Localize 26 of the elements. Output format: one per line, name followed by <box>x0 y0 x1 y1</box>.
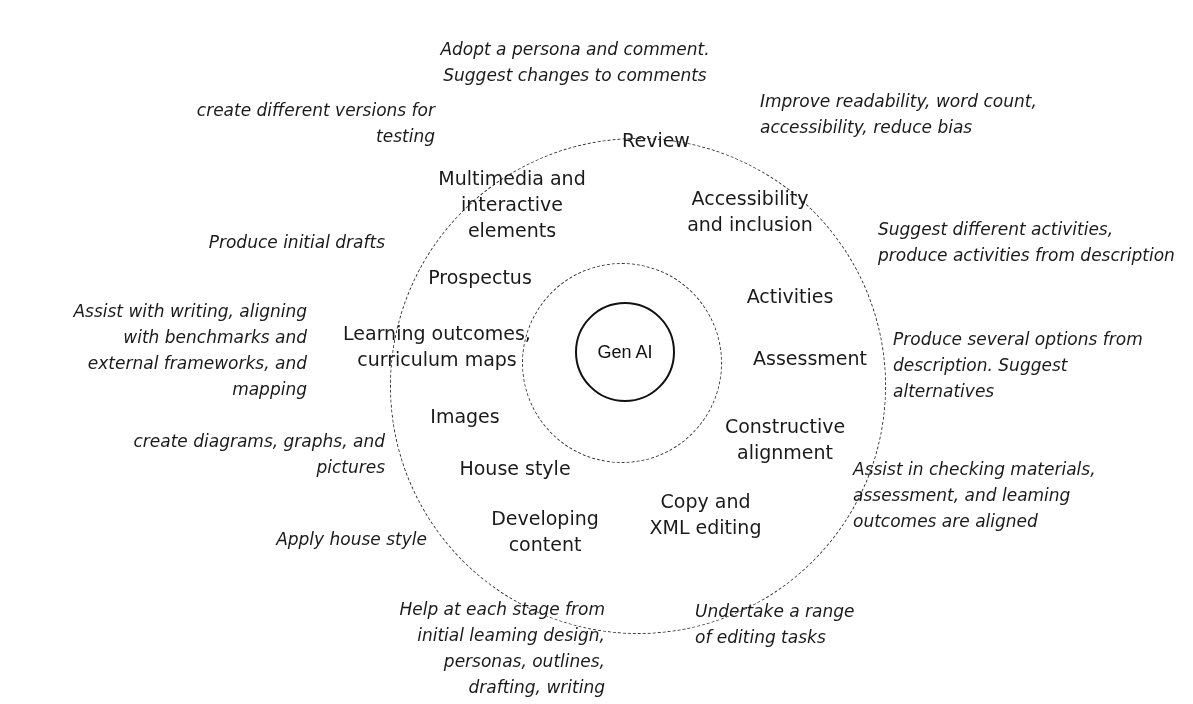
ring-label: Constructive alignment <box>723 414 847 465</box>
annotation-text: Assist with writing, aligning with benchmarks and external frameworks, and mapping <box>72 300 307 401</box>
circle-node <box>575 302 675 402</box>
ring-label: Accessibility and inclusion <box>686 186 814 237</box>
annotation-text: Improve readability, word count, accessibility, reduce bias <box>760 90 1038 139</box>
annotation-text: Adopt a persona and comment. Suggest changes to comments <box>439 38 711 87</box>
ring-label: Assessment <box>752 346 868 371</box>
annotation-text: Produce initial drafts <box>207 231 385 254</box>
annotation-text: Produce several options from description. Suggest alternatives <box>893 328 1144 403</box>
annotation-text: create different versions for testing <box>195 99 435 148</box>
node-label: Gen AI <box>597 341 653 363</box>
ring-label: Review <box>621 128 691 153</box>
ring-label: Learning outcomes, curriculum maps <box>342 321 532 372</box>
ring-label: House style <box>458 456 572 481</box>
annotation-text: create diagrams, graphs, and pictures <box>133 430 385 479</box>
ring-label: Images <box>429 404 501 429</box>
annotation-text: Apply house style <box>274 528 427 551</box>
annotation-text: Assist in checking materials, assessment, and leaming outcomes are aligned <box>853 458 1097 533</box>
ring-label: Multimedia and interactive elements <box>437 166 587 243</box>
annotation-text: Undertake a range of editing tasks <box>695 600 856 649</box>
ring-label: Copy and XML editing <box>648 489 763 540</box>
annotation-text: Suggest different activities, produce activities from description <box>878 218 1176 267</box>
ring-label: Activities <box>745 284 835 309</box>
ring-label: Developing content <box>490 506 600 557</box>
annotation-text: Help at each stage from initial leaming design, personas, outlines, drafting, writing <box>398 598 605 699</box>
ring-label: Prospectus <box>427 265 533 290</box>
